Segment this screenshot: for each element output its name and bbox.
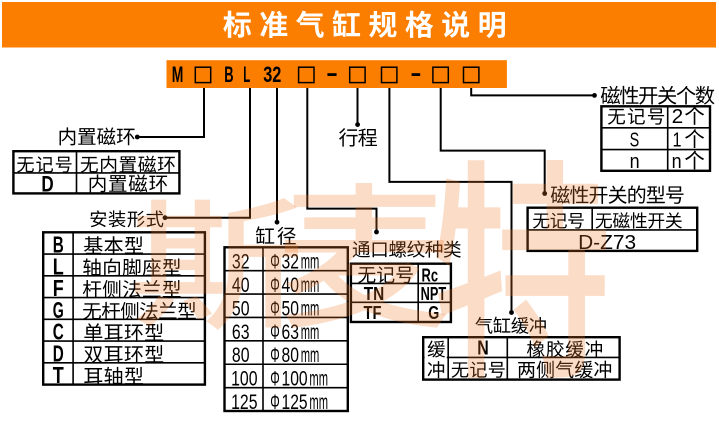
svg-text:Rc: Rc xyxy=(422,265,439,286)
svg-text:n: n xyxy=(672,151,682,173)
svg-text:G: G xyxy=(428,302,439,323)
svg-text:32: 32 xyxy=(263,62,281,87)
svg-text:S: S xyxy=(630,129,640,151)
svg-text:L: L xyxy=(53,253,64,279)
svg-text:125: 125 xyxy=(282,390,308,414)
svg-text:Φ: Φ xyxy=(270,343,280,367)
svg-text:63: 63 xyxy=(232,320,250,344)
svg-text:Φ: Φ xyxy=(270,390,280,414)
svg-text:D: D xyxy=(41,171,53,196)
svg-text:Φ: Φ xyxy=(270,320,280,344)
svg-text:mm: mm xyxy=(309,367,328,391)
svg-text:1: 1 xyxy=(673,129,682,151)
svg-text:100: 100 xyxy=(231,367,257,391)
svg-text:F: F xyxy=(53,275,64,301)
svg-text:D: D xyxy=(53,340,64,366)
svg-text:100: 100 xyxy=(282,367,308,391)
svg-text:n: n xyxy=(630,151,640,173)
svg-text:T: T xyxy=(53,362,64,388)
svg-text:Φ: Φ xyxy=(270,367,280,391)
svg-text:125: 125 xyxy=(231,390,257,414)
svg-text:80: 80 xyxy=(282,343,299,367)
svg-text:C: C xyxy=(53,319,64,345)
svg-text:80: 80 xyxy=(232,343,250,367)
svg-text:G: G xyxy=(53,297,64,323)
svg-text:mm: mm xyxy=(301,250,320,274)
svg-text:L: L xyxy=(243,62,250,87)
svg-text:M: M xyxy=(172,62,184,87)
svg-text:2: 2 xyxy=(672,106,684,128)
svg-text:B: B xyxy=(53,232,64,258)
svg-text:B: B xyxy=(224,62,233,87)
svg-text:mm: mm xyxy=(301,343,320,367)
svg-text:mm: mm xyxy=(309,390,328,414)
